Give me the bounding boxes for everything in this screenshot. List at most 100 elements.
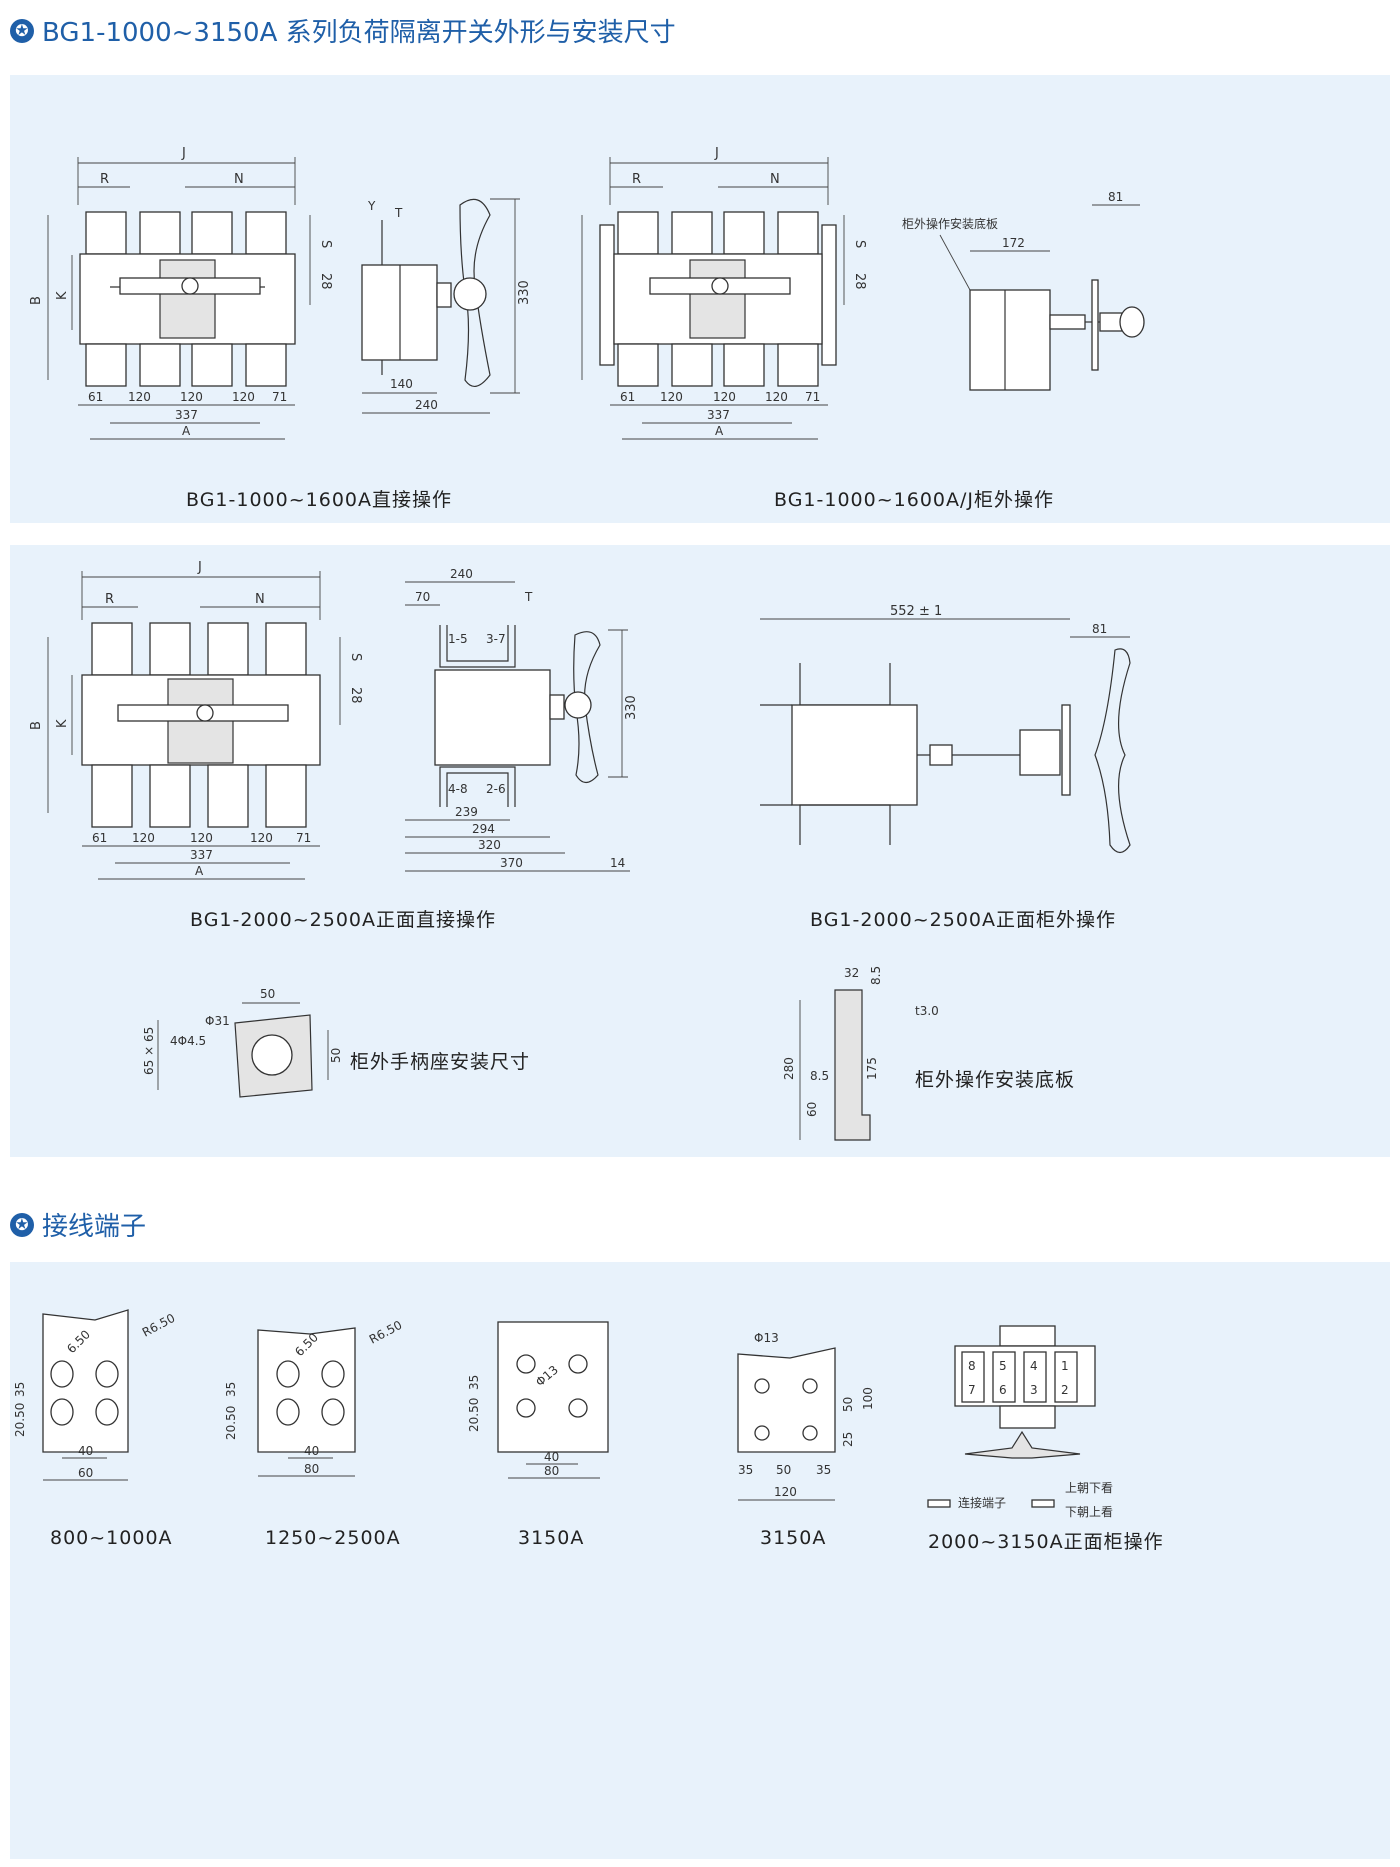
dim-120b: 120 [180,390,203,404]
t3-d2050: 20.50 [467,1398,481,1432]
t2-d35: 35 [224,1382,238,1397]
t5-n1: 1 [1061,1359,1069,1373]
plate-label: 柜外操作安装底板 [902,216,998,231]
dim-337: 337 [175,408,198,422]
side-view-external: 柜外操作安装底板 172 81 [902,190,1145,391]
t5-n5: 5 [999,1359,1007,1373]
panel-1000-1600: J R N B K S [10,75,1390,523]
terminal-800-1000: R6.50 6.50 35 20.50 40 60 [13,1309,178,1481]
dim-85b: 8.5 [810,1069,829,1083]
t4-d50h: 50 [776,1463,791,1477]
dim-71: 71 [272,390,287,404]
caption-t4: 3150A [760,1527,827,1549]
dim-330: 330 [517,280,532,305]
t4-d35b: 35 [816,1463,831,1477]
dim-120a-2: 120 [132,831,155,845]
t2-d2050: 20.50 [224,1406,238,1440]
front-view-external: J R N S 28 61 120 120 [581,146,867,440]
t5-n2: 2 [1061,1383,1069,1397]
terminal-3150a: Φ13 35 20.50 40 80 [467,1321,609,1479]
front-view-2000: J R N B K S 28 61 120 [29,560,363,880]
star-icon: ✪ [10,18,34,43]
dim-280: 280 [782,1057,796,1080]
dim-S-2: S [348,653,363,661]
t1-r650: R6.50 [140,1311,178,1340]
t3-w: 80 [544,1464,559,1478]
caption-handle-mount: 柜外手柄座安装尺寸 [350,1051,531,1073]
dim-552: 552 ± 1 [890,604,942,619]
dim-4phi45: 4Φ4.5 [170,1034,206,1048]
dim-14: 14 [610,856,625,870]
dim-71-r: 71 [805,390,820,404]
dim-175: 175 [865,1057,879,1080]
side-view-direct: Y T 330 140 240 [361,198,532,414]
dim-J-r: J [714,146,719,161]
terminal-1250-2500: R6.50 6.50 35 20.50 40 80 [224,1318,405,1477]
dim-120c: 120 [232,390,255,404]
caption-t1: 800~1000A [50,1527,173,1549]
dim-J-2: J [197,560,202,575]
dim-294: 294 [472,822,495,836]
t4-d25: 25 [841,1432,855,1447]
dim-R-r: R [632,172,641,187]
dim-50v-handle: 50 [329,1048,343,1063]
side-view-2000: 240 70 T 1-5 3-7 4-8 2-6 330 239 294 320 [405,567,639,872]
dim-J: J [181,146,186,161]
t4-phi13: Φ13 [754,1331,779,1345]
front-view-direct: J R N B K S [29,146,333,440]
dim-140: 140 [390,377,413,391]
dim-R-2: R [105,592,114,607]
dim-337-2: 337 [190,848,213,862]
t5-legend-conn: 连接端子 [958,1495,1006,1510]
section-title-terminals: ✪ 接线端子 [10,1206,146,1243]
caption-direct-2000: BG1-2000~2500A正面直接操作 [190,909,496,931]
t1-d2050: 20.50 [13,1403,27,1437]
t5-n7: 7 [968,1383,976,1397]
dim-120b-2: 120 [190,831,213,845]
dim-120a: 120 [128,390,151,404]
dim-81-2: 81 [1092,622,1107,636]
dim-K-2: K [55,719,70,728]
caption-direct-1000: BG1-1000~1600A直接操作 [186,489,452,511]
t5-n8: 8 [968,1359,976,1373]
t2-w: 80 [304,1462,319,1476]
drawing-1000-1600: J R N B K S [29,146,1145,440]
dim-R: R [100,172,109,187]
dim-120c-2: 120 [250,831,273,845]
term-2-6: 2-6 [486,782,506,796]
section-title-text: BG1-1000~3150A 系列负荷隔离开关外形与安装尺寸 [42,18,676,48]
dim-85a: 8.5 [869,966,883,985]
t1-w: 60 [78,1466,93,1480]
dim-240-2: 240 [450,567,473,581]
dim-61-2: 61 [92,831,107,845]
dim-N-r: N [770,172,780,187]
dim-70: 70 [415,590,430,604]
caption-mount-plate: 柜外操作安装底板 [915,1069,1076,1091]
section-title-dimensions: ✪ BG1-1000~3150A 系列负荷隔离开关外形与安装尺寸 [10,12,676,49]
mounting-plate-detail: 32 8.5 t3.0 280 8.5 175 60 [782,966,939,1141]
dim-239: 239 [455,805,478,819]
t4-d50: 50 [841,1397,855,1412]
t5-legend-up: 上朝下看 [1065,1481,1113,1495]
dim-T: T [394,206,403,220]
dim-32: 32 [844,966,859,980]
dim-S: S [318,240,333,248]
t4-d35a: 35 [738,1463,753,1477]
dim-337-r: 337 [707,408,730,422]
dim-65x65: 65 × 65 [142,1027,156,1075]
drawing-terminals: R6.50 6.50 35 20.50 40 60 R6.50 6.50 35 … [13,1309,1113,1519]
dim-61: 61 [88,390,103,404]
dim-81: 81 [1108,190,1123,204]
dim-S-r: S [852,240,867,248]
t1-d40: 40 [78,1444,93,1458]
panel-terminals: R6.50 6.50 35 20.50 40 60 R6.50 6.50 35 … [10,1262,1390,1859]
dim-A-2: A [195,864,204,878]
dim-A: A [182,424,191,438]
handle-mount-detail: 50 Φ31 4Φ4.5 65 × 65 50 [142,987,343,1098]
t2-r650: R6.50 [367,1318,405,1347]
section-title-terminals-text: 接线端子 [42,1212,147,1242]
caption-t3: 3150A [518,1527,585,1549]
t3-d35: 35 [467,1375,481,1390]
dim-28-r: 28 [852,273,867,290]
dim-330-2: 330 [624,695,639,720]
